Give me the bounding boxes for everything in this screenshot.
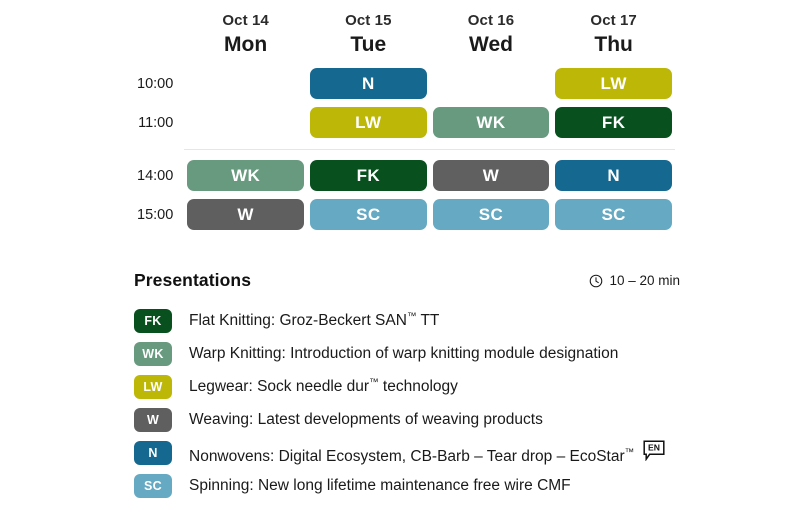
legend-text-tail: technology — [378, 377, 458, 395]
row-time-label: 11:00 — [138, 114, 174, 131]
slot-chip[interactable]: LW — [555, 68, 672, 99]
schedule-divider — [184, 142, 675, 156]
schedule-slot[interactable] — [184, 64, 307, 103]
divider-spacer — [130, 142, 184, 156]
trademark-mark: ™ — [369, 376, 379, 388]
time-column-header — [130, 0, 184, 64]
schedule-header-row: Oct 14 Mon Oct 15 Tue Oct 16 Wed Oct 17 … — [130, 0, 675, 64]
schedule-slot[interactable]: W — [430, 156, 553, 195]
schedule-slot[interactable]: WK — [184, 156, 307, 195]
schedule-table: Oct 14 Mon Oct 15 Tue Oct 16 Wed Oct 17 … — [130, 0, 675, 234]
legend-item-n[interactable]: N Nonwovens: Digital Ecosystem, CB-Barb … — [134, 436, 682, 469]
clock-icon — [589, 274, 603, 288]
schedule-row: 14:00 WK FK W N — [130, 156, 675, 195]
legend-text-main: Legwear: Sock needle dur — [189, 377, 370, 395]
day-weekday-3: Thu — [594, 33, 633, 56]
slot-chip[interactable]: WK — [432, 107, 550, 138]
schedule-row: 15:00 W SC SC SC — [130, 195, 675, 234]
row-time-label: 10:00 — [137, 75, 174, 92]
slot-chip[interactable]: WK — [187, 160, 304, 191]
schedule-body: 10:00 N LW 11:00 — [130, 64, 675, 234]
day-date-1: Oct 15 — [345, 12, 392, 29]
legend-item-label: Warp Knitting: Introduction of warp knit… — [189, 345, 618, 363]
legend-item-lw[interactable]: LW Legwear: Sock needle dur™ technology — [134, 370, 682, 403]
legend-text-tail: TT — [416, 311, 440, 329]
day-weekday-0: Mon — [224, 33, 268, 56]
schedule-slot[interactable]: SC — [307, 195, 430, 234]
slot-chip[interactable]: LW — [309, 107, 427, 138]
legend-badge[interactable]: LW — [134, 374, 172, 399]
trademark-mark: ™ — [406, 310, 417, 322]
legend-item-label: Weaving: Latest developments of weaving … — [189, 411, 543, 429]
schedule-slot[interactable]: WK — [430, 103, 553, 142]
legend-item-w[interactable]: W Weaving: Latest developments of weavin… — [134, 403, 682, 436]
schedule-grid: Oct 14 Mon Oct 15 Tue Oct 16 Wed Oct 17 … — [0, 0, 800, 234]
slot-chip[interactable]: FK — [555, 107, 672, 138]
schedule-slot[interactable]: SC — [552, 195, 675, 234]
schedule-row: 10:00 N LW — [130, 64, 675, 103]
legend-badge[interactable]: SC — [134, 473, 172, 498]
day-header-0: Oct 14 Mon — [184, 0, 307, 64]
schedule-slot[interactable]: FK — [307, 156, 430, 195]
slot-chip[interactable]: N — [555, 160, 672, 191]
slot-chip[interactable]: W — [187, 199, 304, 230]
schedule-slot[interactable]: N — [552, 156, 675, 195]
slot-chip[interactable]: N — [309, 68, 427, 99]
slot-chip[interactable]: SC — [309, 199, 427, 230]
legend-badge[interactable]: W — [134, 407, 172, 432]
legend-header: Presentations 10 – 20 min — [134, 270, 682, 291]
slot-chip[interactable] — [187, 107, 304, 138]
legend-item-wk[interactable]: WK Warp Knitting: Introduction of warp k… — [134, 337, 682, 370]
slot-chip[interactable]: SC — [432, 199, 550, 230]
schedule-slot[interactable]: W — [184, 195, 307, 234]
slot-chip[interactable] — [433, 68, 550, 99]
schedule-slot[interactable]: FK — [552, 103, 675, 142]
legend-item-label: Nonwovens: Digital Ecosystem, CB-Barb – … — [189, 439, 665, 466]
duration-text: 10 – 20 min — [609, 273, 680, 288]
presentations-legend: Presentations 10 – 20 min FK Flat Knitti… — [134, 270, 682, 502]
day-weekday-1: Tue — [350, 33, 387, 56]
schedule-row: 11:00 LW WK FK — [130, 103, 675, 142]
schedule-header: Oct 14 Mon Oct 15 Tue Oct 16 Wed Oct 17 … — [130, 0, 675, 64]
day-date-0: Oct 14 — [222, 12, 269, 29]
slot-chip[interactable]: FK — [309, 160, 427, 191]
legend-title: Presentations — [134, 270, 252, 290]
legend-text-main: Spinning: New long lifetime maintenance … — [189, 476, 571, 494]
legend-text-main: Flat Knitting: Groz-Beckert SAN — [189, 311, 407, 329]
legend-text-main: Weaving: Latest developments of weaving … — [189, 410, 543, 428]
schedule-divider-row — [130, 142, 675, 156]
day-header-2: Oct 16 Wed — [430, 0, 553, 64]
language-badge-icon: EN — [643, 439, 665, 461]
legend-badge[interactable]: WK — [134, 341, 172, 366]
legend-item-fk[interactable]: FK Flat Knitting: Groz-Beckert SAN™ TT — [134, 304, 682, 337]
legend-badge[interactable]: N — [134, 440, 172, 465]
slot-chip[interactable]: SC — [555, 199, 672, 230]
trademark-mark: ™ — [624, 446, 635, 458]
legend-text-main: Warp Knitting: Introduction of warp knit… — [189, 344, 619, 362]
legend-item-label: Flat Knitting: Groz-Beckert SAN™ TT — [189, 310, 440, 330]
day-header-3: Oct 17 Thu — [552, 0, 675, 64]
legend-item-label: Spinning: New long lifetime maintenance … — [189, 477, 571, 495]
schedule-slot[interactable]: LW — [307, 103, 430, 142]
slot-chip[interactable]: W — [432, 160, 550, 191]
day-weekday-2: Wed — [469, 33, 513, 56]
duration-note: 10 – 20 min — [589, 273, 682, 288]
legend-badge[interactable]: FK — [134, 308, 172, 333]
legend-item-sc[interactable]: SC Spinning: New long lifetime maintenan… — [134, 469, 682, 502]
day-header-1: Oct 15 Tue — [307, 0, 430, 64]
language-badge-text: EN — [648, 442, 660, 452]
day-date-2: Oct 16 — [467, 12, 515, 29]
schedule-slot[interactable] — [184, 103, 307, 142]
schedule-slot[interactable] — [430, 64, 553, 103]
schedule-slot[interactable]: N — [307, 64, 430, 103]
schedule-slot[interactable]: SC — [430, 195, 553, 234]
legend-item-label: Legwear: Sock needle dur™ technology — [189, 376, 458, 396]
day-date-3: Oct 17 — [590, 12, 637, 29]
schedule-slot[interactable]: LW — [552, 64, 675, 103]
row-time-label: 14:00 — [137, 167, 174, 184]
legend-text-main: Nonwovens: Digital Ecosystem, CB-Barb – … — [189, 447, 625, 465]
row-time-label: 15:00 — [137, 206, 174, 223]
slot-chip[interactable] — [187, 68, 304, 99]
